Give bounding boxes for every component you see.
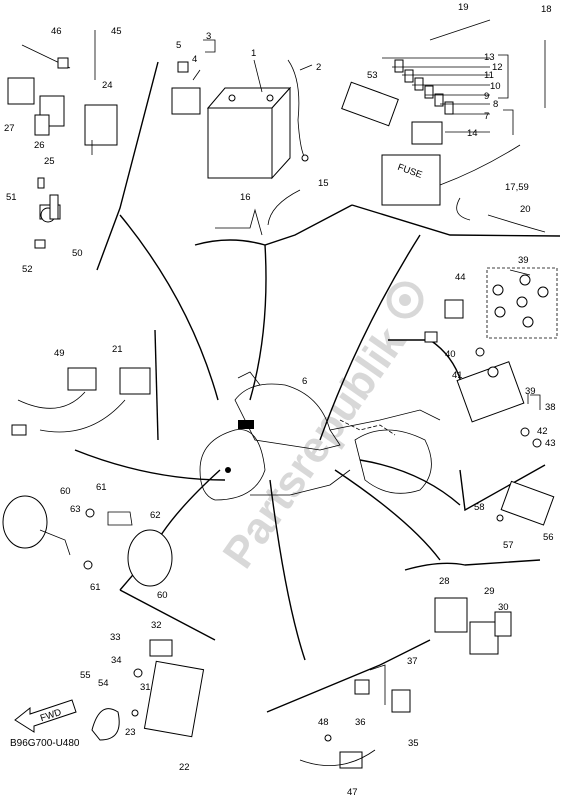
callout-16: 16	[240, 192, 251, 203]
callout-60-top: 60	[60, 486, 71, 497]
callout-29: 29	[484, 586, 495, 597]
callout-1: 1	[251, 48, 256, 59]
callout-40: 40	[445, 349, 456, 360]
callout-34: 34	[111, 655, 122, 666]
callout-numbers: 1 2 3 4 5 6 7 8 9 10 11 12 13 14 15 16 1…	[4, 2, 556, 798]
callout-5: 5	[176, 40, 181, 51]
watermark-gear-icon	[386, 281, 424, 319]
callout-10: 10	[490, 81, 501, 92]
regulator-group	[424, 267, 558, 448]
callout-6: 6	[302, 376, 307, 387]
callout-54: 54	[98, 678, 109, 689]
connector-group	[215, 19, 546, 236]
callout-61: 61	[90, 582, 101, 593]
callout-44: 44	[455, 272, 466, 283]
horn-group	[2, 495, 173, 587]
callout-62: 62	[150, 510, 161, 521]
callout-31: 31	[140, 682, 151, 693]
battery	[206, 59, 309, 180]
fwd-arrow-icon: FWD	[14, 699, 77, 733]
callout-48: 48	[318, 717, 329, 728]
callout-15: 15	[318, 178, 329, 189]
sector-lines	[74, 61, 561, 713]
callout-45: 45	[111, 26, 122, 37]
callout-42: 42	[537, 426, 548, 437]
callout-20: 20	[520, 204, 531, 215]
callout-12: 12	[492, 62, 503, 73]
callout-19: 19	[458, 2, 469, 13]
callout-49: 49	[54, 348, 65, 359]
relay-group	[7, 30, 118, 155]
callout-50: 50	[72, 248, 83, 259]
callout-52: 52	[22, 264, 33, 275]
callout-7: 7	[484, 111, 489, 122]
callout-46: 46	[51, 26, 62, 37]
callout-53: 53	[367, 70, 378, 81]
callout-28: 28	[439, 576, 450, 587]
callout-23: 23	[125, 727, 136, 738]
callout-26: 26	[34, 140, 45, 151]
sensor-group	[34, 177, 61, 249]
turn-relay-group	[434, 597, 512, 655]
callout-24: 24	[102, 80, 113, 91]
callout-60: 60	[157, 590, 168, 601]
callout-32: 32	[151, 620, 162, 631]
callout-14: 14	[467, 128, 478, 139]
callout-57: 57	[503, 540, 514, 551]
callout-21: 21	[112, 344, 123, 355]
frame-battery-block	[238, 420, 254, 429]
callout-39: 39	[525, 386, 536, 397]
callout-58: 58	[474, 502, 485, 513]
callout-9: 9	[484, 91, 489, 102]
callout-18: 18	[541, 4, 552, 15]
switch-group	[299, 664, 411, 769]
callout-43: 43	[545, 438, 556, 449]
starter-relay	[171, 61, 201, 115]
diagram-code: B96G700-U480	[10, 738, 80, 749]
ecu-group	[91, 639, 205, 741]
callout-47: 47	[347, 787, 358, 798]
leader-lines	[192, 39, 541, 410]
callout-13: 13	[484, 52, 495, 63]
callout-41: 41	[452, 370, 463, 381]
callout-11: 11	[484, 70, 494, 81]
frame-outline	[199, 371, 441, 501]
callout-3: 3	[206, 31, 211, 42]
callout-63: 63	[70, 504, 81, 515]
callout-35: 35	[408, 738, 419, 749]
callout-37: 37	[407, 656, 418, 667]
callout-2: 2	[316, 62, 321, 73]
fuse-box: FUSE	[341, 59, 521, 206]
callout-25: 25	[44, 156, 55, 167]
callout-55: 55	[80, 670, 91, 681]
watermark-text: Partsrepublik	[214, 318, 416, 577]
callout-38: 38	[545, 402, 556, 413]
callout-4: 4	[192, 54, 197, 65]
callout-36: 36	[355, 717, 366, 728]
callout-30: 30	[498, 602, 509, 613]
callout-39-top: 39	[518, 255, 529, 266]
callout-61-top: 61	[96, 482, 107, 493]
frame-marker-dot	[225, 467, 231, 473]
callout-56: 56	[543, 532, 554, 543]
callout-27: 27	[4, 123, 15, 134]
callout-51: 51	[6, 192, 17, 203]
callout-17-59: 17,59	[505, 182, 529, 193]
callout-8: 8	[493, 99, 498, 110]
socket-group	[11, 367, 151, 436]
reflector-group	[496, 480, 555, 526]
callout-33: 33	[110, 632, 121, 643]
callout-22: 22	[179, 762, 190, 773]
